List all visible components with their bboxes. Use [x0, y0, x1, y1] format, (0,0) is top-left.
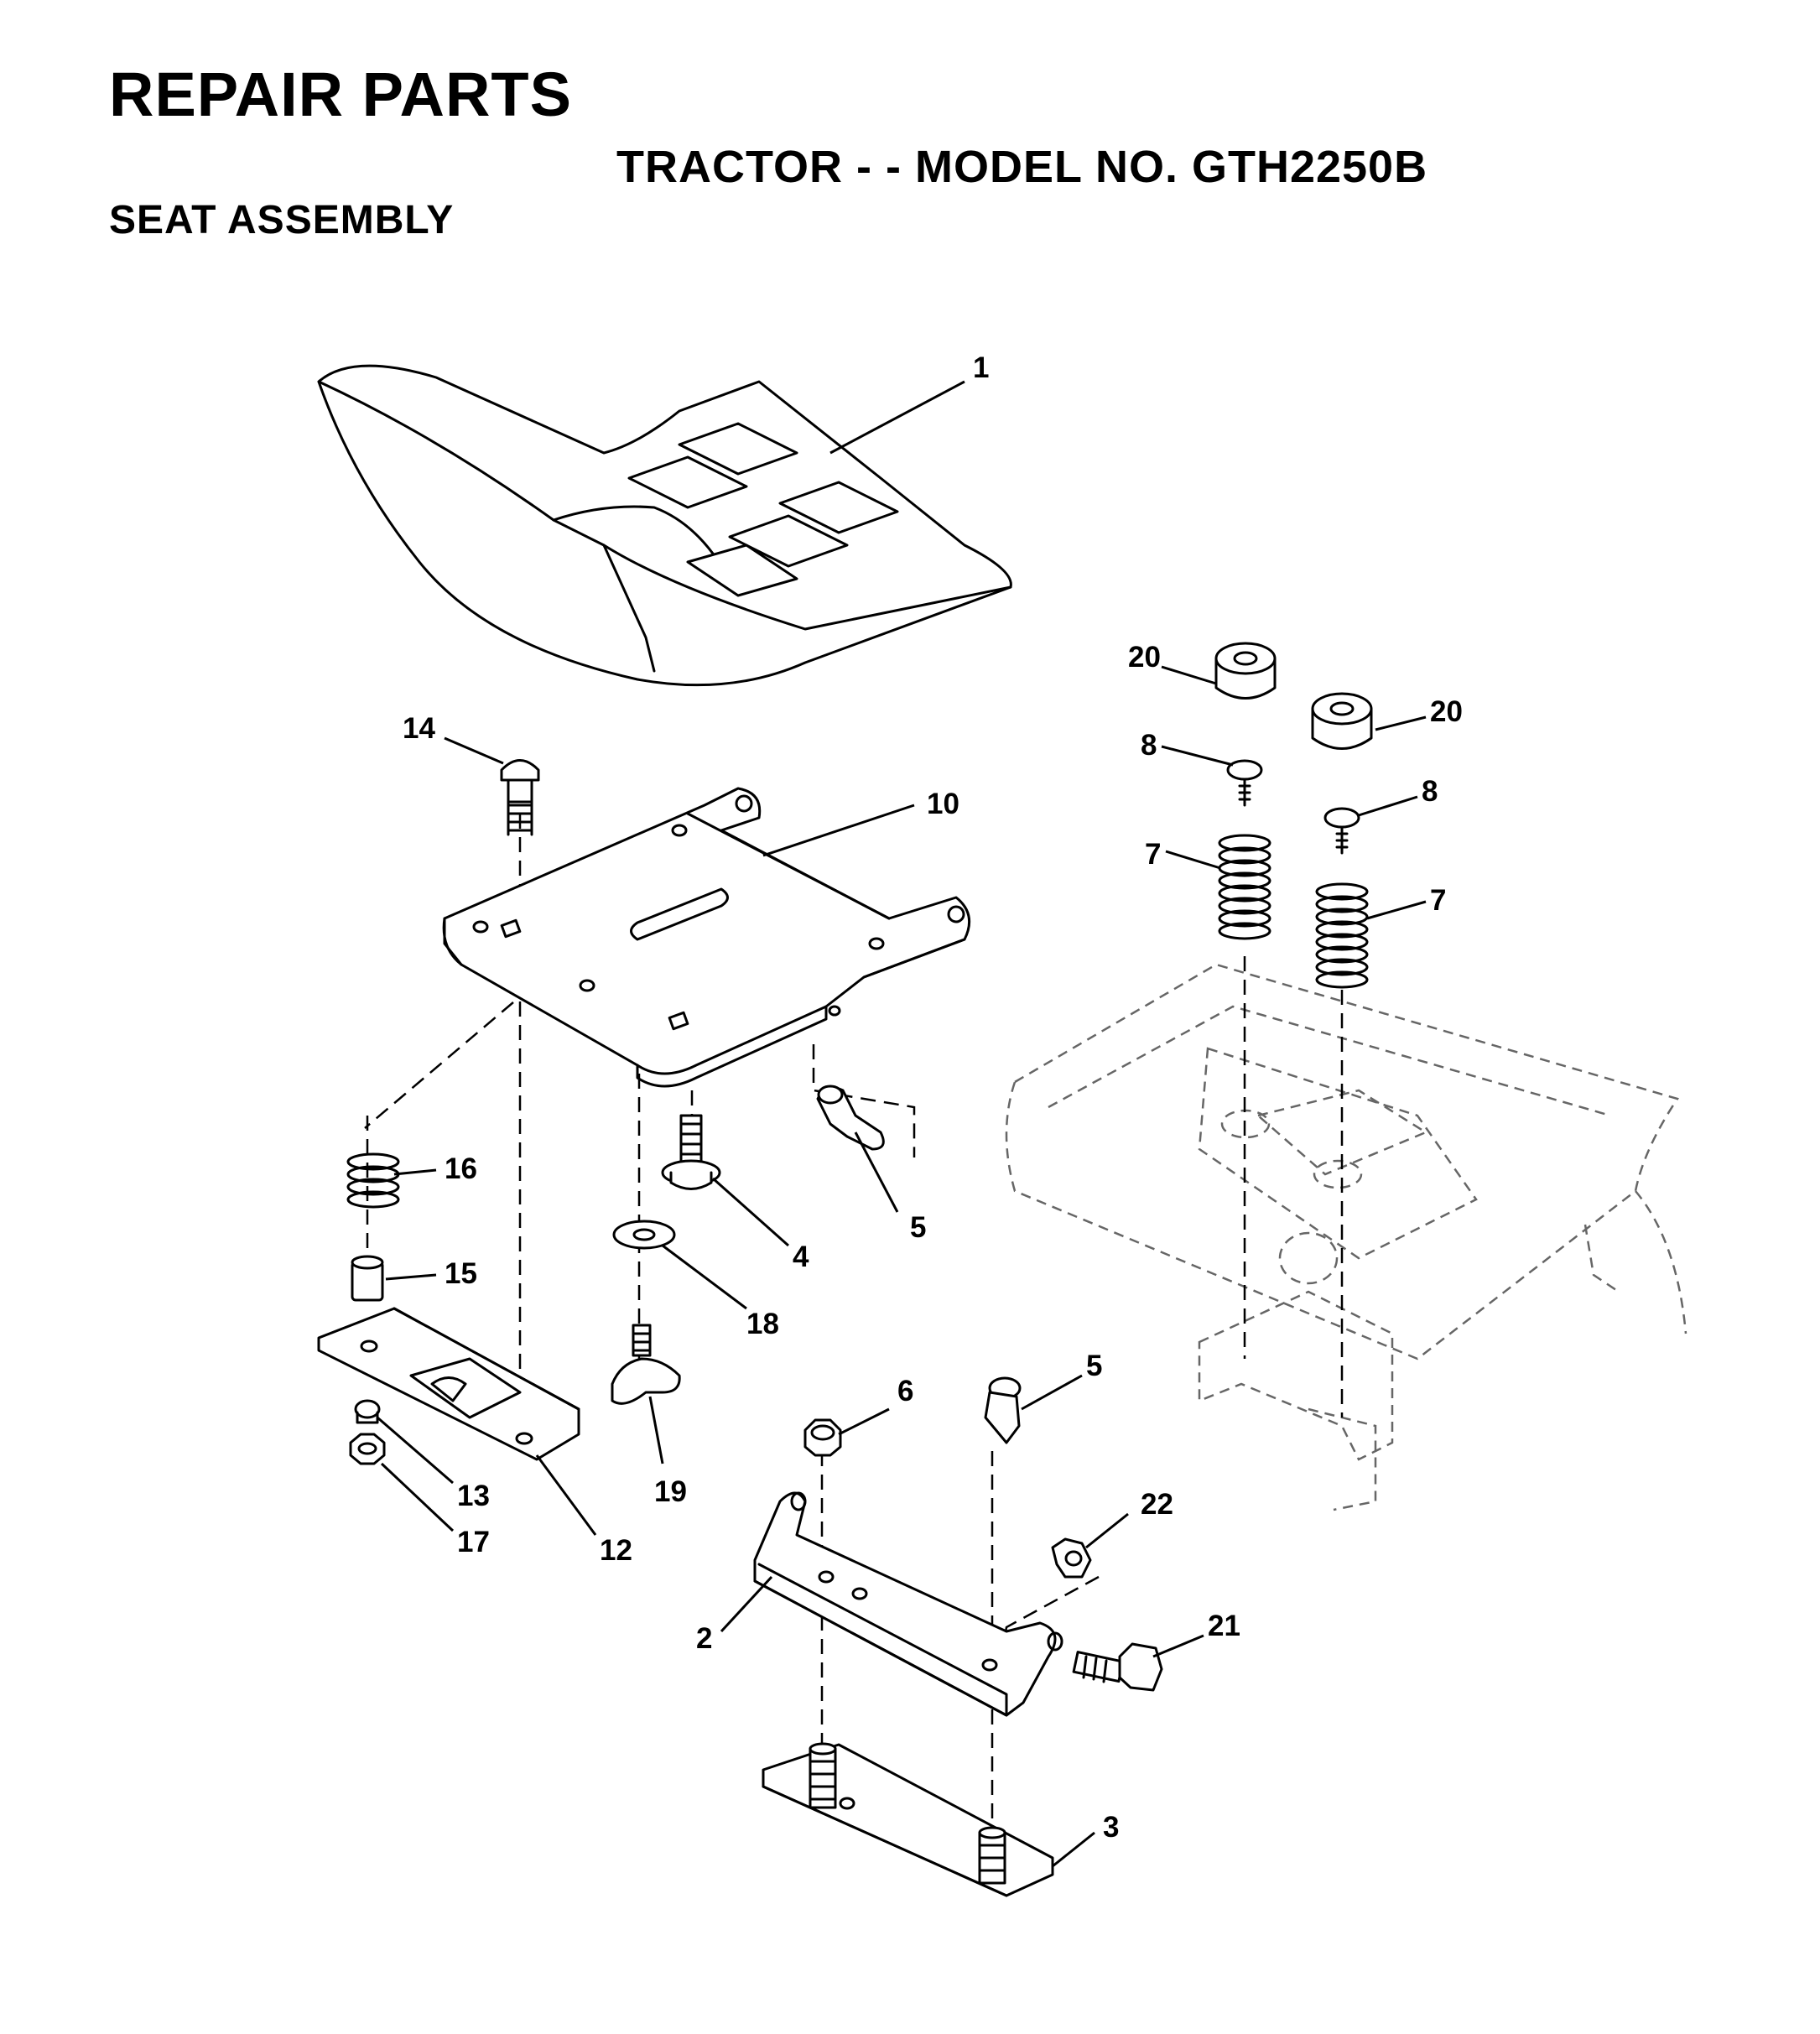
clip-upper: [816, 1085, 885, 1151]
hex-nut-22: [1051, 1537, 1092, 1579]
hex-nut: [803, 1418, 842, 1457]
callout-13: 13: [457, 1480, 490, 1512]
callout-8-right: 8: [1422, 775, 1438, 808]
seat: [317, 364, 1012, 687]
wing-knob: [611, 1324, 681, 1405]
fender-ghost: [1005, 963, 1687, 1511]
callout-14: 14: [403, 712, 435, 745]
callout-7-right: 7: [1430, 884, 1446, 917]
callout-7-left: 7: [1145, 838, 1161, 871]
nut-17: [349, 1433, 386, 1465]
small-bolt: [354, 1399, 381, 1424]
spacer: [351, 1255, 384, 1302]
callout-20-left: 20: [1128, 641, 1161, 674]
star-bolt-left: [1226, 759, 1263, 807]
carriage-bolt: [500, 759, 540, 836]
star-bolt-right: [1323, 807, 1360, 855]
callout-19: 19: [654, 1475, 687, 1508]
spacer-20-left: [1214, 642, 1277, 700]
stud-plate: [762, 1742, 1054, 1897]
model-subtitle: TRACTOR - - MODEL NO. GTH2250B: [616, 142, 1428, 192]
callout-4: 4: [793, 1241, 809, 1273]
callout-2: 2: [696, 1622, 712, 1655]
callout-10: 10: [927, 788, 959, 820]
seat-pan: [442, 787, 971, 1088]
callout-12: 12: [600, 1534, 632, 1567]
callout-6: 6: [897, 1375, 913, 1407]
callout-18: 18: [746, 1308, 779, 1340]
callout-5-upper: 5: [910, 1211, 926, 1244]
callout-20-right: 20: [1430, 695, 1463, 728]
leader-lines: [377, 380, 1427, 1868]
callout-15: 15: [445, 1257, 477, 1290]
callout-labels: 1 2 3 4 5 5 6 7 7 8 8 10 12 13 14 15 16 …: [403, 351, 1463, 1844]
page-title: REPAIR PARTS: [109, 60, 572, 129]
shoulder-bolt: [661, 1114, 721, 1190]
hex-bolt: [1072, 1642, 1163, 1692]
callout-1: 1: [973, 351, 989, 384]
callout-3: 3: [1103, 1811, 1119, 1844]
callout-8-left: 8: [1141, 729, 1157, 762]
adjuster-plate: [317, 1307, 580, 1461]
callout-5-lower: 5: [1086, 1350, 1102, 1382]
coil-spring-left: [1218, 834, 1271, 940]
callout-22: 22: [1141, 1488, 1173, 1521]
washer: [612, 1220, 676, 1250]
mounting-bracket: [753, 1491, 1063, 1717]
spring: [346, 1152, 400, 1209]
callout-16: 16: [445, 1152, 477, 1185]
clip-lower: [984, 1376, 1022, 1444]
callout-17: 17: [457, 1526, 490, 1558]
coil-spring-right: [1315, 882, 1369, 989]
spacer-20-right: [1311, 692, 1373, 750]
section-heading: SEAT ASSEMBLY: [109, 198, 455, 242]
callout-21: 21: [1208, 1610, 1240, 1642]
